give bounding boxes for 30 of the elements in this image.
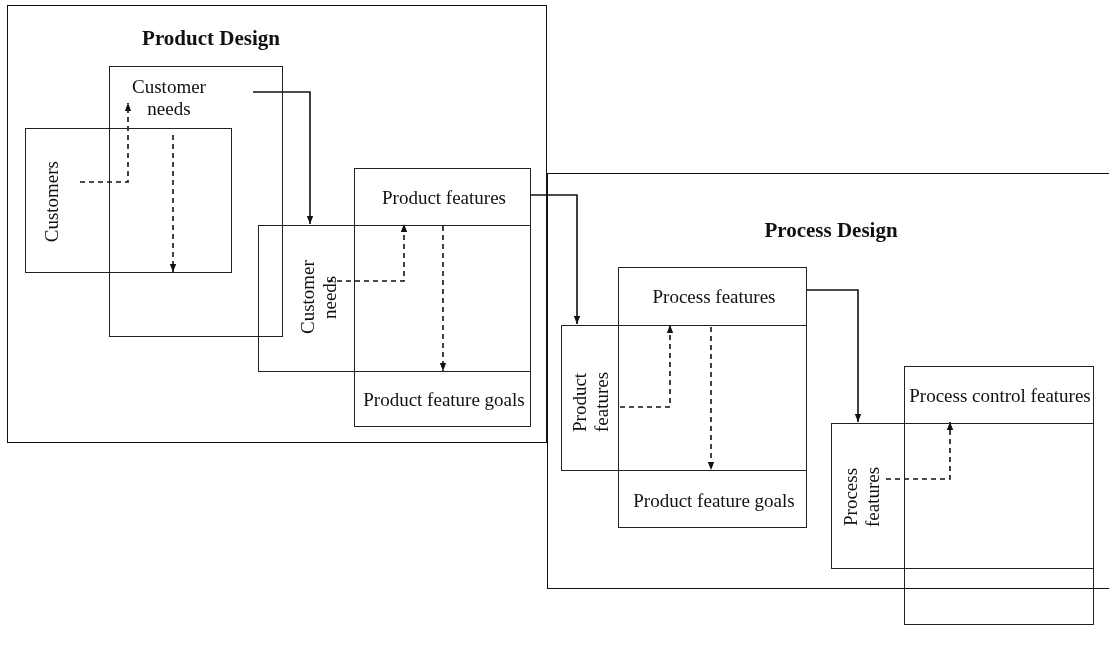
box-label: Product features — [569, 370, 613, 435]
box-label: Process features — [840, 465, 884, 530]
panel-title: Process Design — [764, 219, 898, 241]
matrix-box — [831, 423, 1094, 569]
design-panel — [7, 5, 547, 443]
box-label: Customers — [41, 161, 63, 243]
arrow — [805, 289, 862, 423]
box-label: Process features — [652, 286, 776, 308]
arrow — [169, 134, 177, 273]
arrow — [619, 324, 674, 408]
matrix-box — [618, 267, 807, 528]
matrix-box — [904, 366, 1094, 625]
matrix-box — [354, 168, 531, 427]
box-label: Customer needs — [131, 76, 207, 120]
box-label: Product feature goals — [363, 389, 525, 411]
matrix-box — [258, 225, 531, 372]
box-label: Process control features — [909, 385, 1091, 407]
panel-title: Product Design — [142, 27, 280, 49]
arrow — [79, 102, 132, 183]
box-label: Product features — [382, 187, 506, 209]
arrow — [707, 326, 715, 471]
arrow — [529, 194, 581, 325]
arrow — [252, 91, 314, 225]
matrix-box — [109, 66, 283, 337]
box-label: Product feature goals — [633, 490, 795, 512]
box-label: Customer needs — [297, 259, 341, 336]
matrix-box — [25, 128, 232, 273]
arrow — [439, 225, 447, 372]
matrix-box — [561, 325, 807, 471]
arrow — [885, 421, 954, 480]
